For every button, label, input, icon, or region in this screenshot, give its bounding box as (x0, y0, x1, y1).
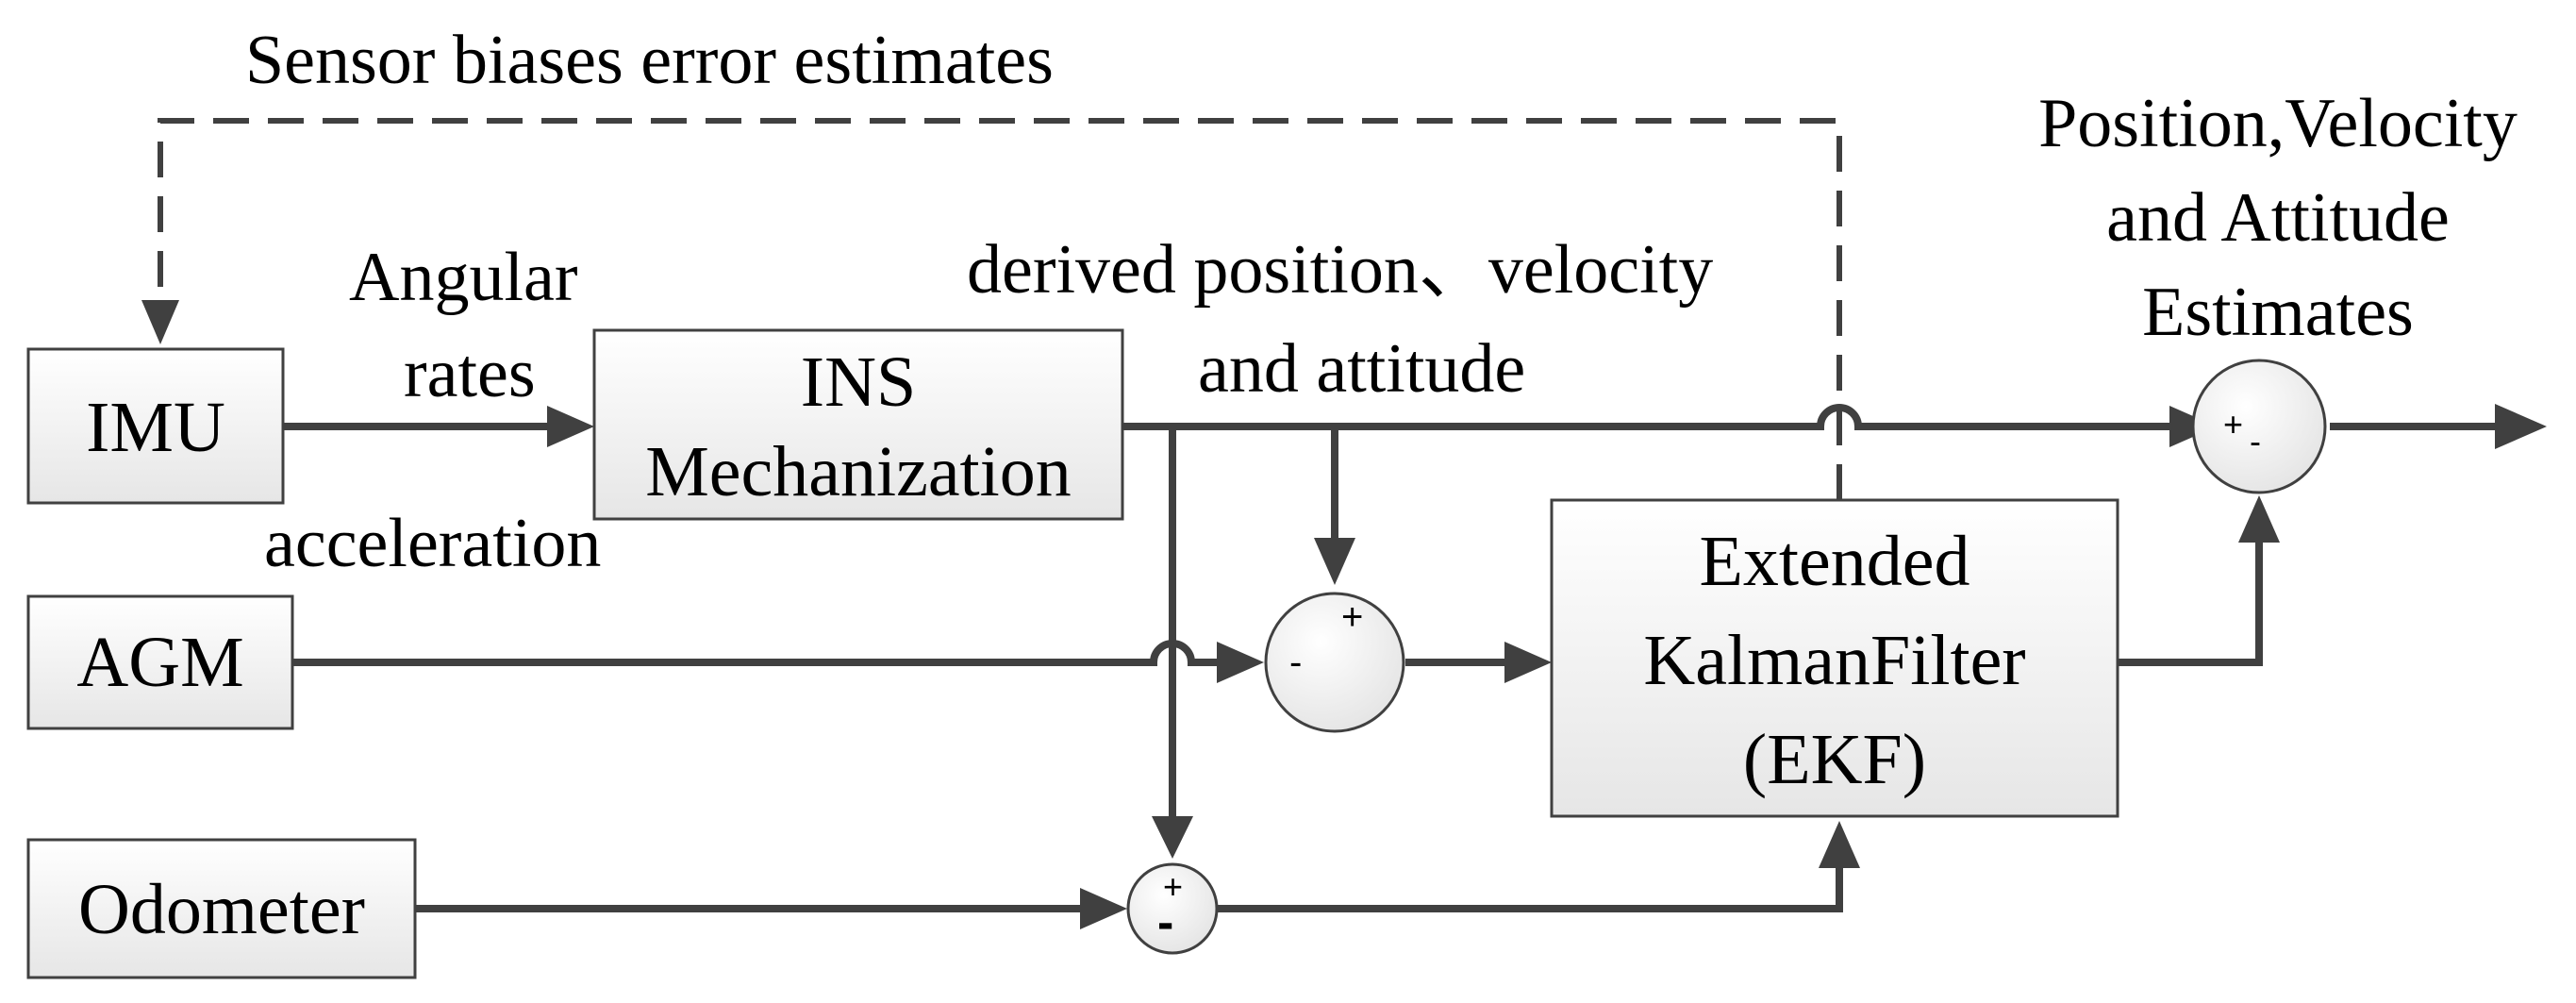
svg-text:-: - (1157, 895, 1173, 950)
agm-to-sum-arrowhead (1217, 642, 1264, 683)
agm-sum-junction: + - (1264, 592, 1405, 733)
derived-estimates-label: derived position、velocity and attitude (967, 231, 1713, 408)
svg-text:Extended: Extended (1699, 522, 1969, 601)
svg-text:Odometer: Odometer (78, 870, 365, 949)
output-sum-junction: + - (2191, 359, 2327, 494)
odometer-to-sum-arrowhead (1080, 888, 1127, 929)
svg-text:Mechanization: Mechanization (645, 432, 1072, 511)
svg-text:INS: INS (801, 343, 916, 422)
svg-text:Angular: Angular (349, 239, 578, 316)
svg-text:+: + (1163, 867, 1183, 906)
bias-feedback-dashed-line (158, 118, 1842, 500)
svg-text:IMU: IMU (86, 388, 225, 467)
agm-block: AGM (26, 594, 294, 730)
svg-text:and Attitude: and Attitude (2106, 179, 2450, 257)
agm-to-sum-line (292, 640, 1222, 666)
odometer-block: Odometer (26, 838, 417, 979)
bias-feedback-arrowhead (141, 300, 179, 344)
final-output-arrowhead (2495, 404, 2547, 449)
ins-mechanization-block: INS Mechanization (592, 328, 1124, 521)
svg-text:-: - (1289, 642, 1302, 683)
ekf-to-output-sum-arrowhead (2238, 495, 2280, 543)
imu-to-ins-arrowhead (547, 406, 594, 447)
svg-text:derived position、velocity: derived position、velocity (967, 231, 1713, 309)
svg-text:(EKF): (EKF) (1743, 720, 1926, 799)
svg-text:Estimates: Estimates (2142, 274, 2414, 351)
odometer-sum-junction: + - (1126, 862, 1219, 955)
output-estimates-label: Position,Velocity and Attitude Estimates (2038, 85, 2518, 351)
ins-to-agm-sum-arrowhead (1314, 538, 1355, 585)
ekf-to-output-sum-line (2118, 538, 2263, 666)
sensor-biases-label: Sensor biases error estimates (245, 22, 1054, 99)
odometer-sum-to-ekf-line (1217, 863, 1843, 912)
ekf-block: Extended KalmanFilter (EKF) (1550, 498, 2119, 818)
ins-output-line (1122, 404, 2174, 430)
sum-to-ekf-arrowhead (1504, 642, 1552, 683)
svg-text:AGM: AGM (76, 623, 243, 702)
odometer-sum-to-ekf-arrowhead (1819, 821, 1860, 868)
angular-rates-label: Angular rates (349, 239, 578, 412)
svg-text:+: + (1341, 596, 1363, 638)
svg-text:rates: rates (404, 335, 536, 412)
acceleration-label: acceleration (264, 505, 601, 582)
svg-text:and attitude: and attitude (1198, 330, 1525, 408)
imu-block: IMU (26, 347, 285, 505)
svg-text:Position,Velocity: Position,Velocity (2038, 85, 2518, 162)
svg-text:KalmanFilter: KalmanFilter (1643, 621, 2025, 700)
svg-text:-: - (2250, 422, 2261, 460)
ins-to-odometer-sum-arrowhead (1152, 816, 1193, 859)
svg-text:+: + (2223, 405, 2243, 443)
